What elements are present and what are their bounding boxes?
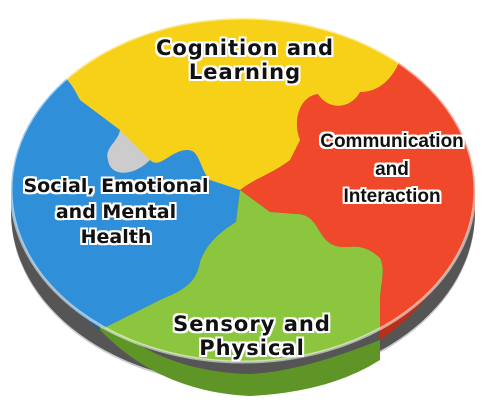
label-social-line-1: Social, Emotional [23, 175, 209, 197]
sensory-edge [100, 316, 380, 396]
disc-rim [9, 16, 477, 364]
label-sensory: Sensory and Physical [122, 312, 382, 360]
label-cognition-line-2: Learning [188, 60, 302, 85]
label-cognition-line-1: Cognition and [155, 36, 335, 60]
label-social: Social, Emotional and Mental Health [6, 174, 226, 251]
label-sensory-line-2: Physical [199, 336, 305, 361]
piece-social [11, 60, 240, 330]
piece-cognition [11, 18, 475, 190]
communication-edge [380, 192, 475, 340]
label-social-line-2: and Mental [55, 200, 177, 223]
label-communication-line-3: Interaction [343, 186, 441, 208]
label-sensory-line-1: Sensory and [173, 312, 331, 336]
label-communication-line-1: Communication [320, 131, 464, 152]
label-social-line-3: Health [80, 226, 152, 249]
label-communication: Communication and Interaction [312, 128, 472, 211]
label-cognition: Cognition and Learning [120, 36, 370, 84]
label-communication-line-2: and [375, 158, 409, 180]
